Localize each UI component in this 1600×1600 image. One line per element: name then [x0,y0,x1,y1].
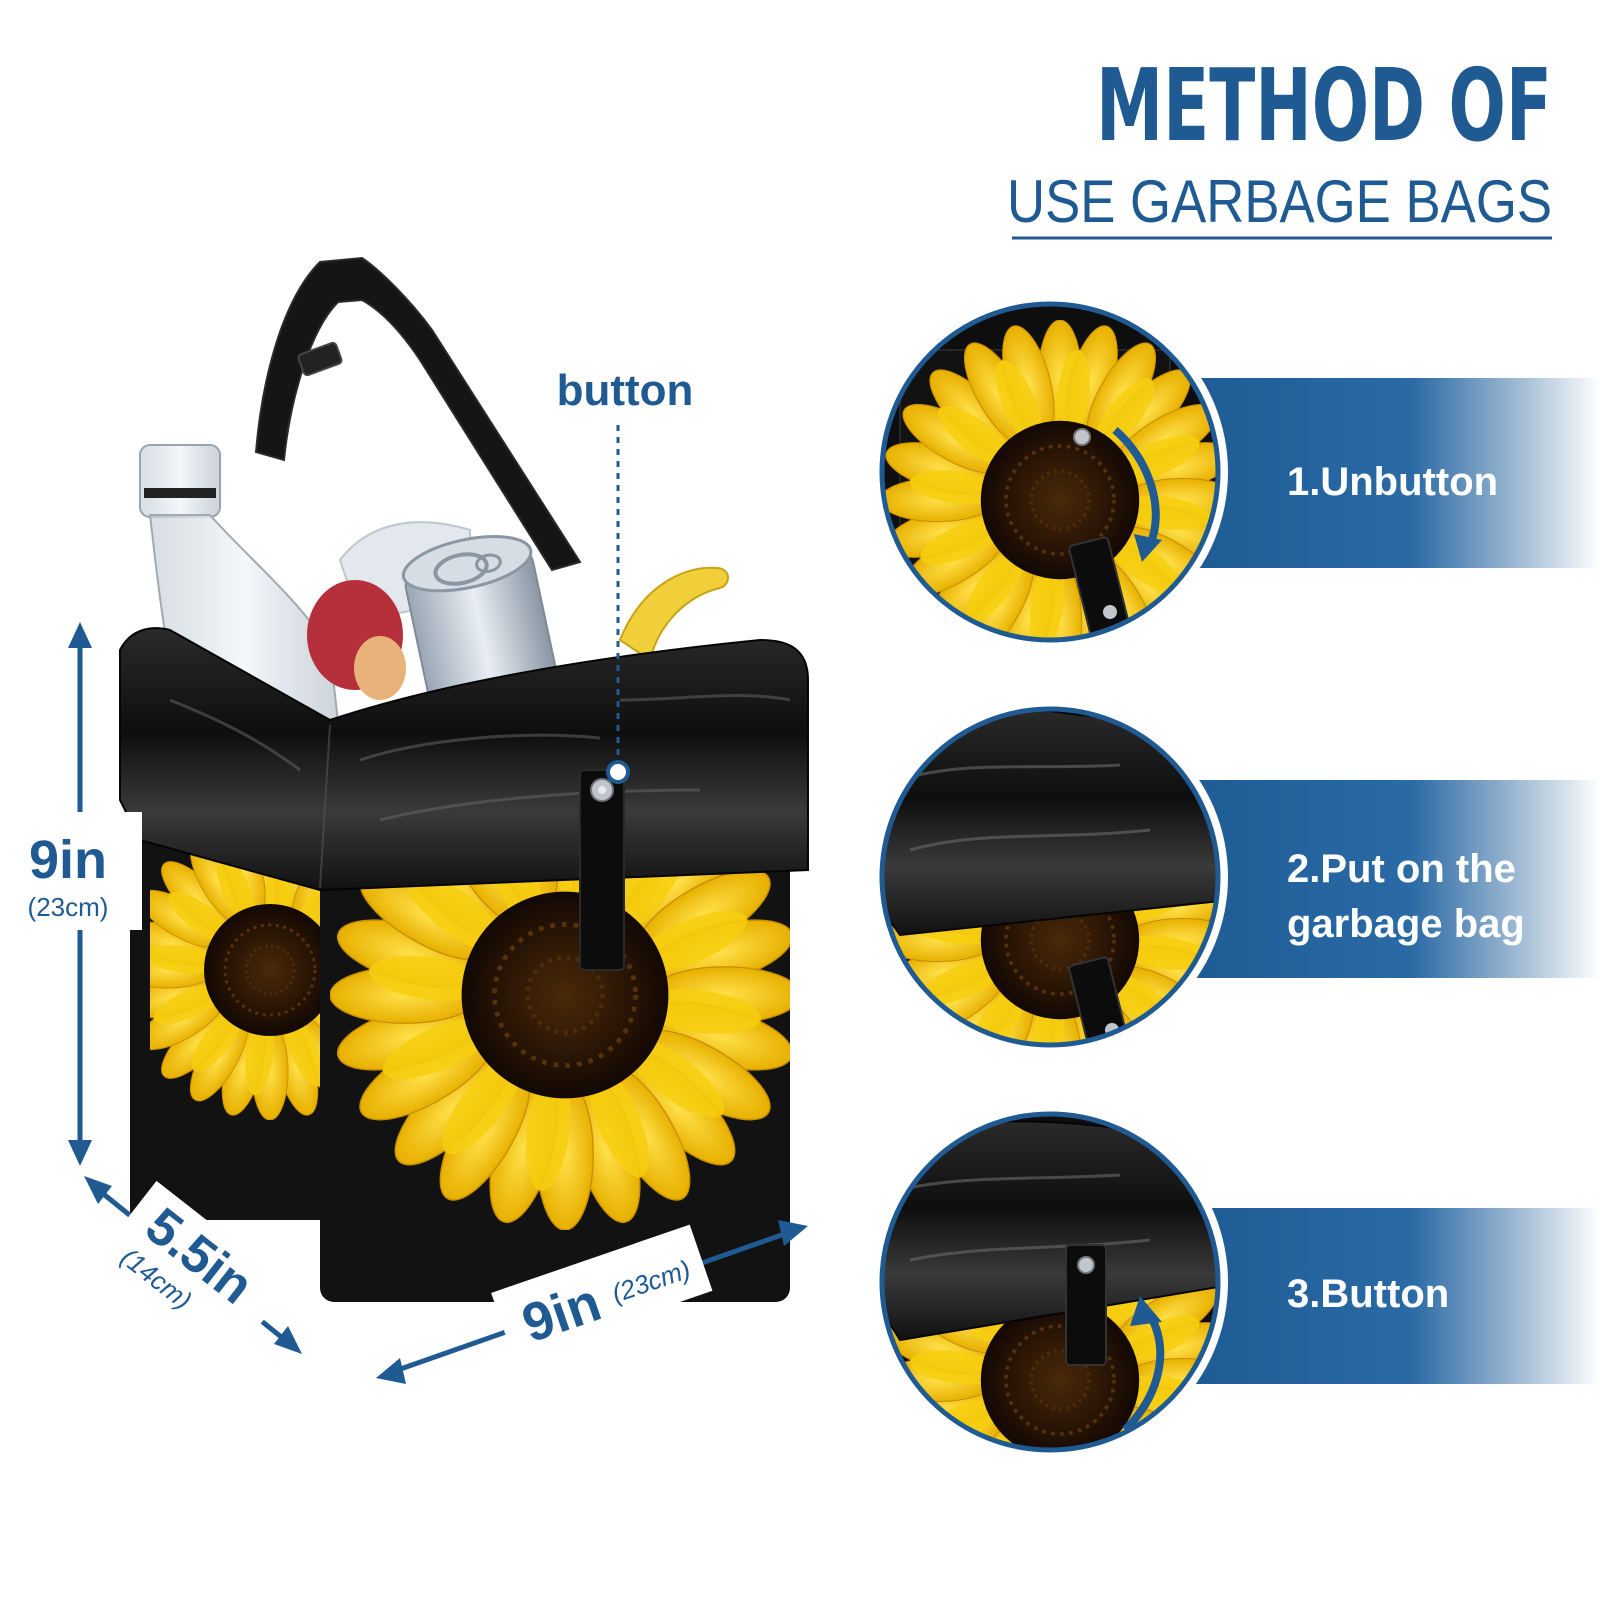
heading-line1: METHOD OF [1096,47,1552,164]
height-value: 9in [29,830,107,890]
snap-button-icon [1077,1256,1095,1274]
button-callout-dot [606,760,630,784]
step-1-banner [1180,378,1600,568]
width-dimension: 9in (23cm) [376,1220,808,1384]
step-2-label-line1: 2.Put on the [1287,847,1516,891]
height-dimension: 9in (23cm) [18,622,142,1166]
step-2-label-line2: garbage bag [1287,902,1525,946]
height-metric: (23cm) [28,892,109,922]
arrow-curved-up-icon [1122,1313,1165,1433]
arrow-up-icon [68,622,92,648]
snap-button-icon [590,778,614,802]
arrow-curved-down-icon [1112,426,1160,547]
step-3-banner [1180,1208,1600,1384]
step-3-tab [1065,1244,1107,1366]
step-3-label: 3.Button [1287,1272,1449,1316]
arrow-left-icon [84,1176,112,1204]
can [401,535,558,711]
step-2-banner [1180,780,1600,978]
product-bag [119,256,809,1302]
step-1: 1.Unbutton [872,294,1600,650]
heading-line2: USE GARBAGE BAGS [1007,168,1552,235]
step-2: 2.Put on the garbage bag [872,699,1600,1055]
garbage-bag-cuff [119,627,809,892]
banana [618,566,729,662]
bag-strap [254,256,582,572]
strap-buckle [297,341,343,377]
step-1-label: 1.Unbutton [1287,460,1498,504]
arrow-left-icon [376,1358,406,1384]
arrow-right-icon [274,1326,302,1354]
snap-button-icon [1103,605,1117,619]
front-tab [579,769,625,971]
step-3: 3.Button [872,1104,1600,1460]
arrow-down-icon [68,1140,92,1166]
snap-button-icon [1073,428,1091,446]
arrow-right-icon [778,1220,808,1246]
button-callout-label: button [557,366,694,415]
